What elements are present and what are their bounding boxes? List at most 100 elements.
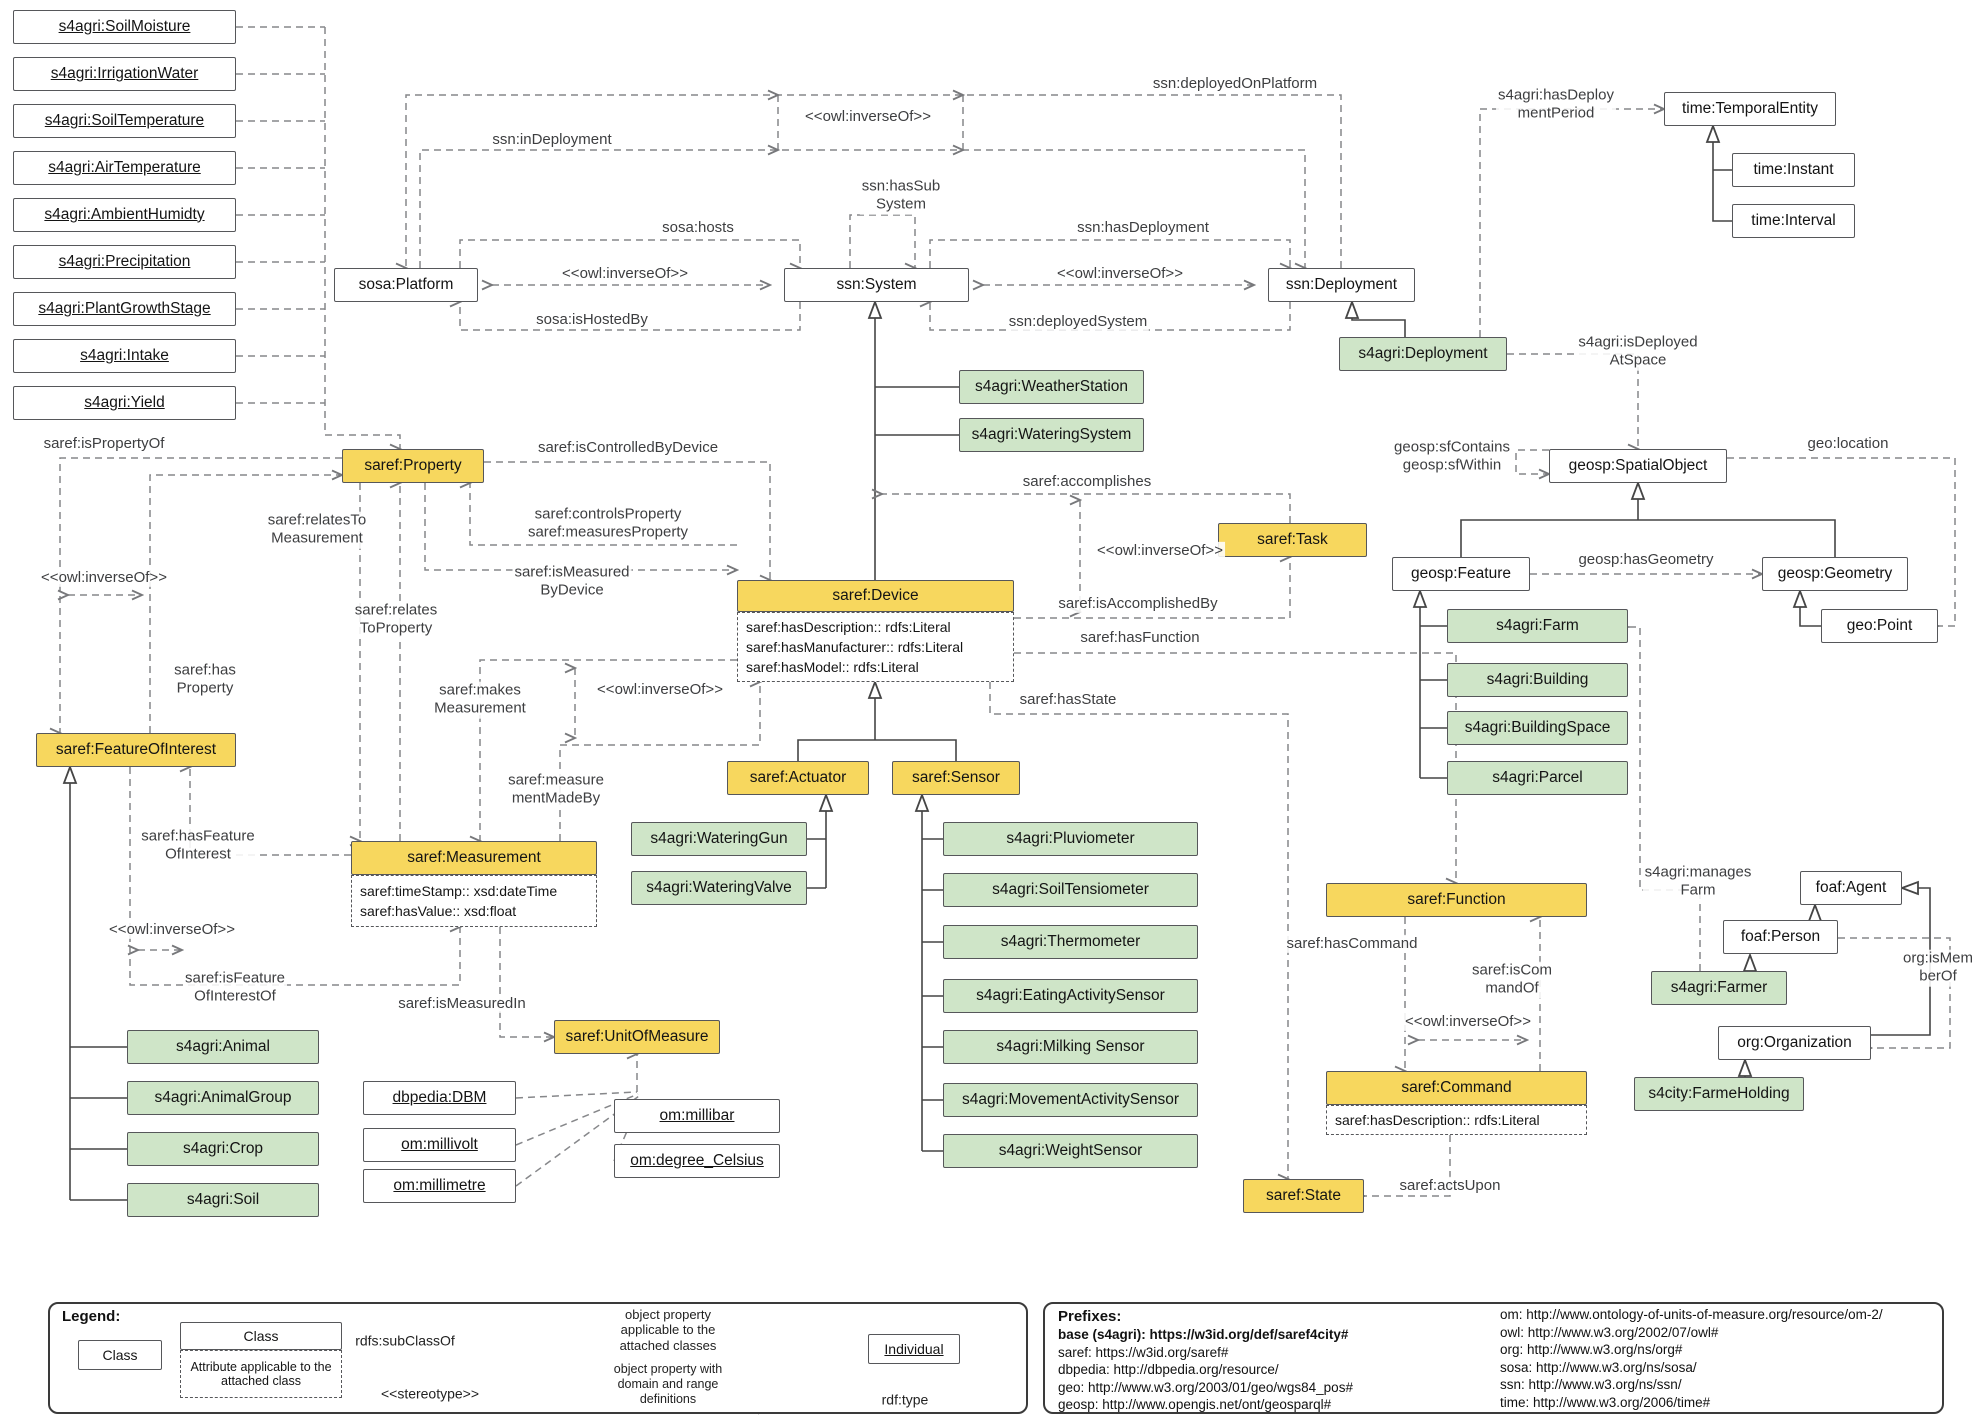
edge-label-manages-farm: s4agri:manages Farm xyxy=(1642,863,1754,901)
edge-label-has-function: saref:hasFunction xyxy=(1078,628,1202,648)
node-geometry: geosp:Geometry xyxy=(1762,557,1908,591)
node-temporal-entity: time:TemporalEntity xyxy=(1664,92,1836,126)
edge-label-acts-upon: saref:actsUpon xyxy=(1397,1176,1503,1196)
edge-hasDeployment xyxy=(929,239,1290,268)
node-building: s4agri:Building xyxy=(1447,663,1628,697)
edge-label-geo-location: geo:location xyxy=(1805,434,1891,454)
edge-label-deployed-system: ssn:deployedSystem xyxy=(1006,312,1150,332)
edge-label-makes-measurement: saref:makes Measurement xyxy=(432,681,528,719)
edge-label-has-subsystem: ssn:hasSub System xyxy=(859,177,943,215)
edge-point-subclass-geometry xyxy=(1800,591,1821,627)
legend-title: Legend: xyxy=(62,1308,121,1325)
node-property: saref:Property xyxy=(342,449,484,483)
node-millivolt: om:millivolt xyxy=(363,1128,516,1162)
edge-label-inverseof-device-task: <<owl:inverseOf>> xyxy=(1095,541,1225,561)
edge-label-has-feature-of-interest: saref:hasFeature OfInterest xyxy=(139,827,257,865)
node-animal: s4agri:Animal xyxy=(127,1030,319,1064)
node-task: saref:Task xyxy=(1218,523,1367,557)
node-state: saref:State xyxy=(1243,1179,1364,1213)
node-watering-system: s4agri:WateringSystem xyxy=(959,418,1144,452)
edge-units-fan xyxy=(515,1091,643,1187)
edge-label-has-geometry: geosp:hasGeometry xyxy=(1576,550,1716,570)
legend-rdftype-label: rdf:type xyxy=(881,1391,929,1408)
edge-controlsProperty xyxy=(470,483,737,546)
node-spatial-object: geosp:SpatialObject xyxy=(1549,449,1727,483)
node-feature: geosp:Feature xyxy=(1392,557,1530,591)
node-building-space: s4agri:BuildingSpace xyxy=(1447,711,1628,745)
edge-isMeasuredIn xyxy=(499,927,554,1037)
device-attr-description: saref:hasDescription:: rdfs:Literal xyxy=(746,619,951,635)
prefixes-panel xyxy=(1043,1302,1944,1414)
node-yield: s4agri:Yield xyxy=(13,386,236,420)
edge-actuator-sensor-bridge xyxy=(797,739,957,761)
edge-hasProperty xyxy=(149,475,342,733)
edge-label-has-deployment-period: s4agri:hasDeploy mentPeriod xyxy=(1496,86,1616,124)
legend-objprop-dr-label: object property with domain and range de… xyxy=(613,1361,723,1406)
node-sensor: saref:Sensor xyxy=(892,761,1020,795)
node-soil-tensiometer: s4agri:SoilTensiometer xyxy=(943,873,1198,907)
node-s4agri-deployment: s4agri:Deployment xyxy=(1339,337,1507,371)
node-measurement-attributes: saref:timeStamp:: xsd:dateTime saref:has… xyxy=(351,875,597,927)
edge-inDeployment xyxy=(419,149,1305,268)
node-thermometer: s4agri:Thermometer xyxy=(943,925,1198,959)
edge-label-is-deployed-at-space: s4agri:isDeployed AtSpace xyxy=(1576,333,1700,371)
node-intake: s4agri:Intake xyxy=(13,339,236,373)
node-watering-valve: s4agri:WateringValve xyxy=(631,871,807,905)
edge-label-inverseof-system-deployment: <<owl:inverseOf>> xyxy=(1055,264,1185,284)
device-attr-manufacturer: saref:hasManufacturer:: rdfs:Literal xyxy=(746,639,964,655)
edge-rdftype-bus-property xyxy=(324,27,400,449)
prefixes-title: Prefixes: xyxy=(1058,1308,1122,1325)
prefix-geosp: geosp: http://www.opengis.net/ont/geospa… xyxy=(1058,1397,1332,1412)
node-instant: time:Instant xyxy=(1732,153,1855,187)
node-deployment: ssn:Deployment xyxy=(1268,268,1415,302)
edge-label-is-measured-in: saref:isMeasuredIn xyxy=(396,994,528,1014)
edge-label-accomplishes: saref:accomplishes xyxy=(1020,472,1154,492)
edge-label-is-hosted-by: sosa:isHostedBy xyxy=(534,310,650,330)
edge-hasSubSystem xyxy=(849,214,915,268)
edge-label-deployed-on-platform: ssn:deployedOnPlatform xyxy=(1150,74,1320,94)
edge-label-is-member-of: org:isMem berOf xyxy=(1900,949,1972,987)
node-agent: foaf:Agent xyxy=(1800,871,1902,905)
legend-stereotype-label: <<stereotype>> xyxy=(380,1385,480,1402)
node-soil-temperature: s4agri:SoilTemperature xyxy=(13,104,236,138)
edge-isControlledByDevice xyxy=(484,461,770,580)
edge-label-is-controlled-by-device: saref:isControlledByDevice xyxy=(535,438,721,458)
prefix-owl: owl: http://www.w3.org/2002/07/owl# xyxy=(1500,1324,1719,1340)
node-feature-of-interest: saref:FeatureOfInterest xyxy=(36,733,236,767)
edge-label-has-property: saref:has Property xyxy=(172,661,238,699)
prefix-om: om: http://www.ontology-of-units-of-meas… xyxy=(1500,1307,1883,1322)
legend-attr-note-text: Attribute applicable to the attached cla… xyxy=(190,1360,332,1388)
prefix-time: time: http://www.w3.org/2006/time# xyxy=(1500,1394,1711,1410)
legend-subclass-label: rdfs:subClassOf xyxy=(355,1332,455,1349)
node-milking-sensor: s4agri:Milking Sensor xyxy=(943,1030,1198,1064)
edge-label-inverseof-top: <<owl:inverseOf>> xyxy=(803,107,933,127)
node-command-attributes: saref:hasDescription:: rdfs:Literal xyxy=(1326,1105,1587,1135)
node-parcel: s4agri:Parcel xyxy=(1447,761,1628,795)
node-irrigation-water: s4agri:IrrigationWater xyxy=(13,57,236,91)
edge-isHostedBy xyxy=(460,302,801,331)
node-interval: time:Interval xyxy=(1732,204,1855,238)
edge-isFeatureOfInterestOf xyxy=(129,767,460,986)
edge-label-inverseof-function-command: <<owl:inverseOf>> xyxy=(1403,1012,1533,1032)
edge-actsUpon xyxy=(1364,1135,1451,1196)
node-device: saref:Device xyxy=(737,580,1014,612)
edge-label-hosts: sosa:hosts xyxy=(660,218,736,238)
measurement-attr-timestamp: saref:timeStamp:: xsd:dateTime xyxy=(360,882,558,899)
edge-label-has-deployment: ssn:hasDeployment xyxy=(1075,218,1211,238)
edge-label-is-feature-of-interest-of: saref:isFeature OfInterestOf xyxy=(182,969,288,1007)
prefix-geo: geo: http://www.w3.org/2003/01/geo/wgs84… xyxy=(1058,1379,1353,1395)
edge-feature-children-stubs xyxy=(1420,625,1447,779)
node-plant-growth-stage: s4agri:PlantGrowthStage xyxy=(13,292,236,326)
node-precipitation: s4agri:Precipitation xyxy=(13,245,236,279)
edge-label-sfcontains-sfwithin: geosp:sfContains geosp:sfWithin xyxy=(1392,438,1512,476)
edge-label-measurement-made-by: saref:measure mentMadeBy xyxy=(506,771,606,809)
edge-s4deployment-subclass-deployment xyxy=(1352,302,1406,337)
node-soil: s4agri:Soil xyxy=(127,1183,319,1217)
edge-hosts xyxy=(459,239,800,268)
edge-foi-children-stubs xyxy=(70,1046,127,1201)
edge-makesMeasurement xyxy=(480,659,737,841)
node-degree-celsius: om:degree_Celsius xyxy=(614,1144,780,1178)
prefix-ssn: ssn: http://www.w3.org/ns/ssn/ xyxy=(1500,1377,1682,1392)
